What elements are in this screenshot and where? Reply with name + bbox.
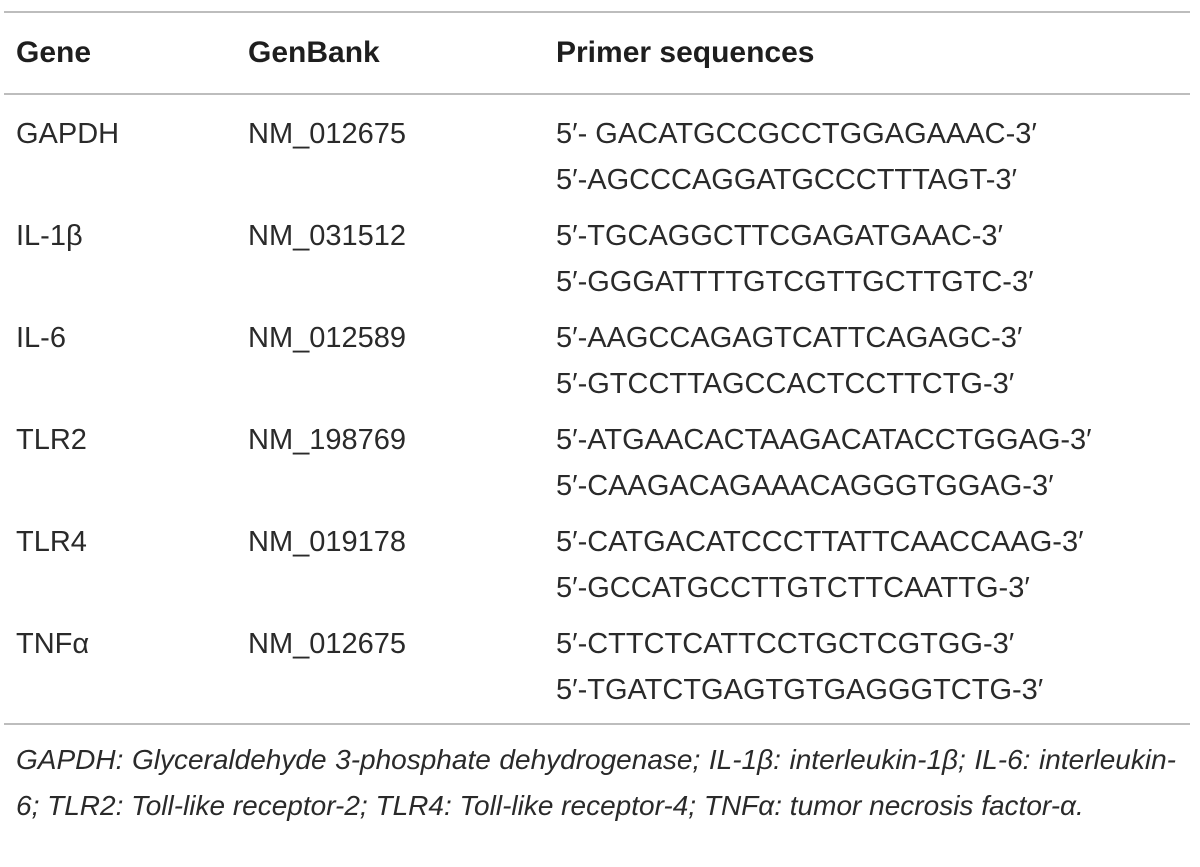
table-row: IL-6 NM_012589 5′-AAGCCAGAGTCATTCAGAGC-3… [4,315,1190,417]
reverse-primer: 5′-TGATCTGAGTGTGAGGGTCTG-3′ [556,674,1044,706]
genbank-cell: NM_012589 [248,322,406,354]
top-rule [4,11,1190,13]
primer-table: Gene GenBank Primer sequences GAPDH NM_0… [4,11,1190,829]
reverse-primer: 5′-AGCCCAGGATGCCCTTTAGT-3′ [556,164,1017,196]
gene-cell: TNFα [16,628,90,660]
table-row: TLR4 NM_019178 5′-CATGACATCCCTTATTCAACCA… [4,519,1190,621]
forward-primer: 5′-CTTCTCATTCCTGCTCGTGG-3′ [556,628,1015,660]
forward-primer: 5′-AAGCCAGAGTCATTCAGAGC-3′ [556,322,1023,354]
gene-cell: TLR4 [16,526,87,558]
table-footnote: GAPDH: Glyceraldehyde 3-phosphate dehydr… [16,744,1176,821]
header-genbank: GenBank [248,36,380,69]
genbank-cell: NM_012675 [248,118,406,150]
reverse-primer: 5′-CAAGACAGAAACAGGGTGGAG-3′ [556,470,1054,502]
primer-cell: 5′-AAGCCAGAGTCATTCAGAGC-3′ 5′-GTCCTTAGCC… [556,315,1190,407]
genbank-cell: NM_012675 [248,628,406,660]
reverse-primer: 5′-GTCCTTAGCCACTCCTTCTG-3′ [556,368,1015,400]
table-header-row: Gene GenBank Primer sequences [4,13,1190,93]
gene-cell: IL-6 [16,322,66,354]
primer-cell: 5′-TGCAGGCTTCGAGATGAAC-3′ 5′-GGGATTTTGTC… [556,213,1190,305]
header-primer-sequences: Primer sequences [556,36,815,69]
genbank-cell: NM_198769 [248,424,406,456]
primer-cell: 5′-CATGACATCCCTTATTCAACCAAG-3′ 5′-GCCATG… [556,519,1190,611]
forward-primer: 5′-TGCAGGCTTCGAGATGAAC-3′ [556,220,1003,252]
primer-cell: 5′- GACATGCCGCCTGGAGAAAC-3′ 5′-AGCCCAGGA… [556,111,1190,203]
gene-cell: TLR2 [16,424,87,456]
header-rule [4,93,1190,95]
primer-cell: 5′-CTTCTCATTCCTGCTCGTGG-3′ 5′-TGATCTGAGT… [556,621,1190,713]
table-row: GAPDH NM_012675 5′- GACATGCCGCCTGGAGAAAC… [4,111,1190,213]
forward-primer: 5′-CATGACATCCCTTATTCAACCAAG-3′ [556,526,1084,558]
genbank-cell: NM_019178 [248,526,406,558]
table-row: IL-1β NM_031512 5′-TGCAGGCTTCGAGATGAAC-3… [4,213,1190,315]
table-row: TLR2 NM_198769 5′-ATGAACACTAAGACATACCTGG… [4,417,1190,519]
primer-cell: 5′-ATGAACACTAAGACATACCTGGAG-3′ 5′-CAAGAC… [556,417,1190,509]
table-body: GAPDH NM_012675 5′- GACATGCCGCCTGGAGAAAC… [4,95,1190,723]
bottom-rule [4,723,1190,725]
forward-primer: 5′-ATGAACACTAAGACATACCTGGAG-3′ [556,424,1092,456]
table-row: TNFα NM_012675 5′-CTTCTCATTCCTGCTCGTGG-3… [4,621,1190,723]
header-gene: Gene [16,36,92,69]
reverse-primer: 5′-GCCATGCCTTGTCTTCAATTG-3′ [556,572,1030,604]
gene-cell: GAPDH [16,118,120,150]
gene-cell: IL-1β [16,220,83,252]
reverse-primer: 5′-GGGATTTTGTCGTTGCTTGTC-3′ [556,266,1034,298]
forward-primer: 5′- GACATGCCGCCTGGAGAAAC-3′ [556,118,1037,150]
genbank-cell: NM_031512 [248,220,406,252]
